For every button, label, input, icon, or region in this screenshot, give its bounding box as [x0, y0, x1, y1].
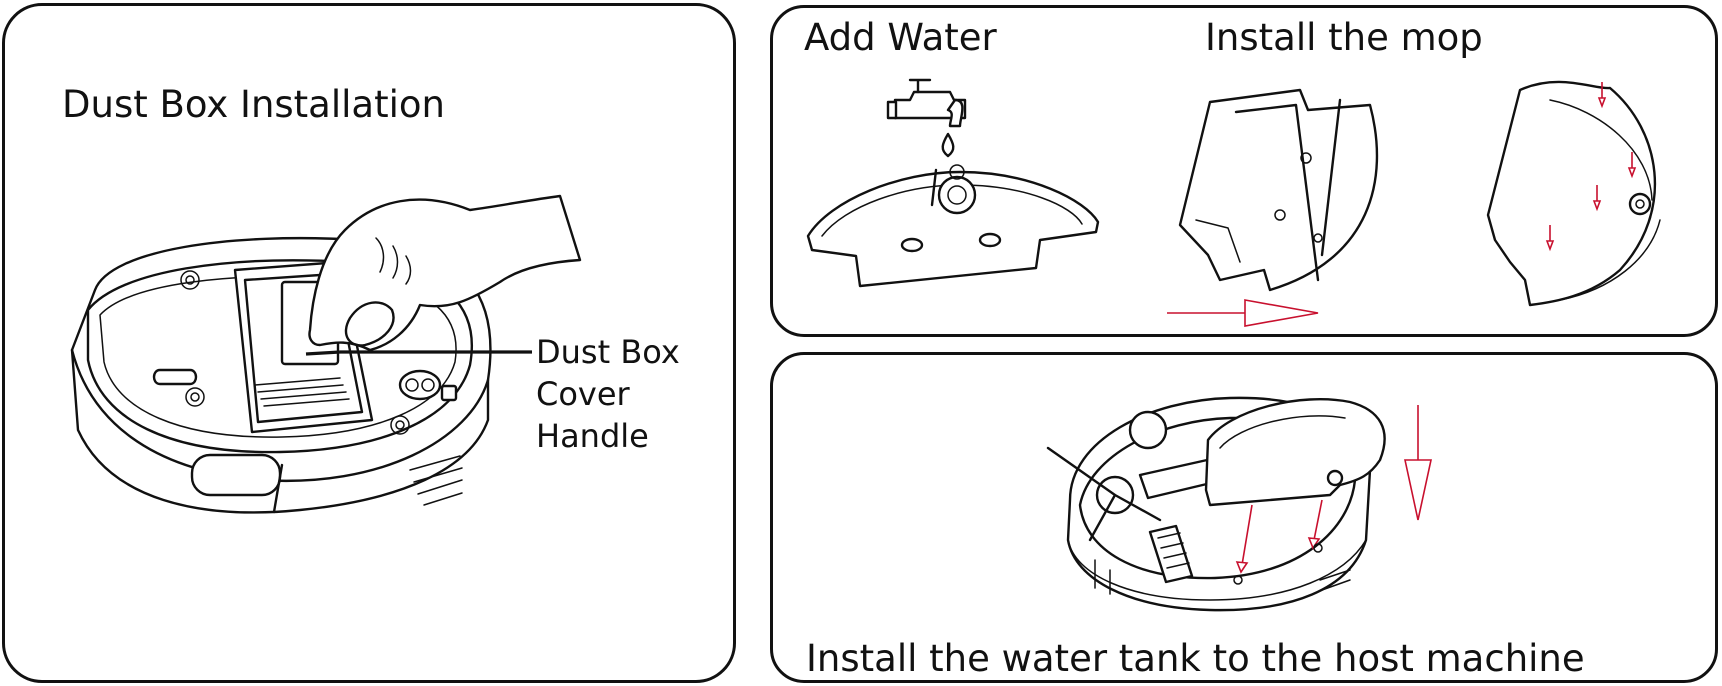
- robot-water-tank-illustration: [1046, 396, 1432, 612]
- dust-box-title: Dust Box Installation: [62, 83, 445, 126]
- slide-arrow: [1167, 299, 1319, 327]
- add-water-title: Add Water: [804, 16, 997, 59]
- faucet-illustration: [886, 78, 967, 158]
- water-tank-title: Install the water tank to the host machi…: [806, 637, 1585, 680]
- dust-box-label-line-3: Handle: [536, 417, 649, 455]
- robot-dust-box-illustration: [70, 194, 582, 514]
- install-mop-title: Install the mop: [1205, 16, 1483, 59]
- dust-box-label-line-1: Dust Box: [536, 333, 680, 371]
- dust-box-label-line-2: Cover: [536, 375, 630, 413]
- mop-illustration-2: [1486, 80, 1661, 307]
- water-tank-illustration: [806, 164, 1100, 288]
- mop-illustration-1: [1178, 88, 1379, 292]
